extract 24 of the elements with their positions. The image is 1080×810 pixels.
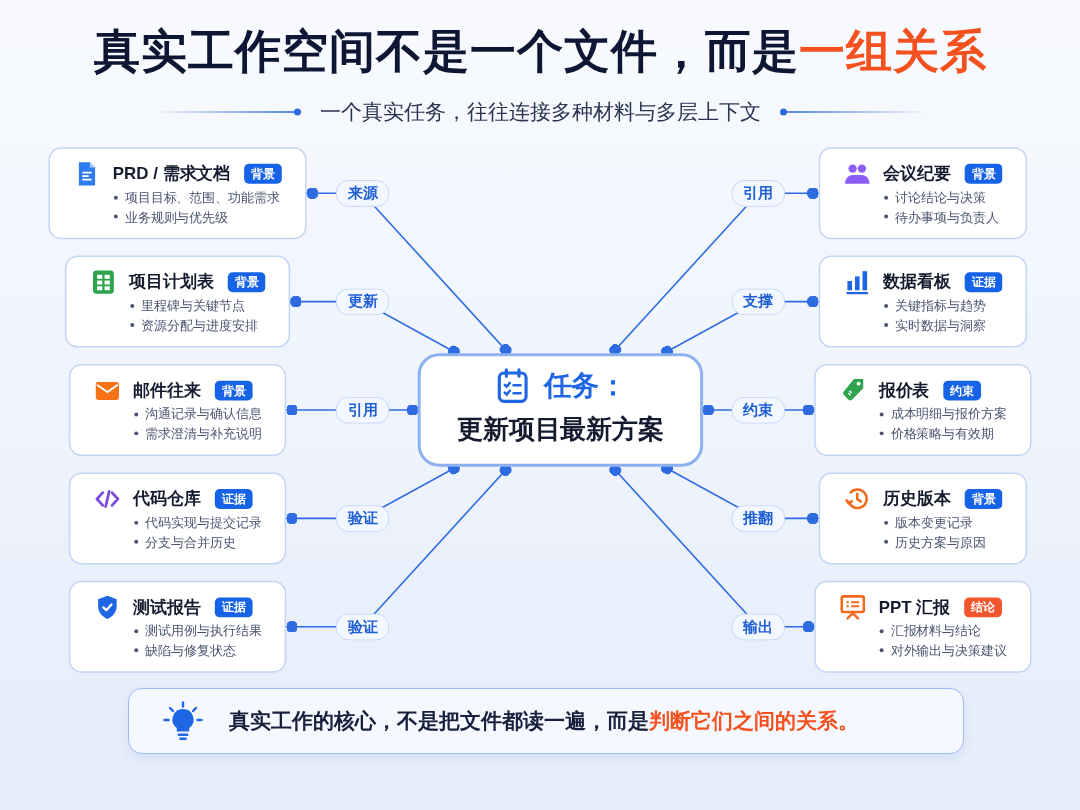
caption-text: 真实工作的核心，不是把文件都读一遍，而是判断它们之间的关系。 xyxy=(229,708,859,734)
edge-label: 引用 xyxy=(743,184,774,201)
edge-label: 约束 xyxy=(743,400,774,418)
edge-label: 验证 xyxy=(347,509,378,527)
edge-label: 来源 xyxy=(347,184,378,201)
node-box: 任务： 更新项目最新方案 xyxy=(417,353,704,467)
title: 真实工作空间不是一个文件，而是一组关系 xyxy=(93,24,987,79)
subtitle: 一个真实任务，往往连接多种材料与多层上下文 xyxy=(319,99,761,125)
node-box: PRD / 需求文档 背景 项目目标、范围、功能需求 业务规则与优先级 xyxy=(48,147,307,240)
edge-label: 验证 xyxy=(347,617,378,635)
node-box: 数据看板 证据 关键指标与趋势 实时数据与洞察 xyxy=(818,255,1028,348)
edge-label: 更新 xyxy=(347,292,378,310)
node-box: 历史版本 背景 版本变更记录 历史方案与原因 xyxy=(818,472,1028,565)
node-box: 邮件往来 背景 沟通记录与确认信息 需求澄清与补充说明 xyxy=(68,364,287,456)
edge-label: 引用 xyxy=(347,400,378,418)
node-box: 代码仓库 证据 代码实现与提交记录 分支与合并历史 xyxy=(68,472,287,565)
edge-label: 输出 xyxy=(743,617,774,635)
node-box: 会议纪要 背景 讨论结论与决策 待办事项与负责人 xyxy=(818,147,1028,240)
node-box: PPT 汇报 结论 汇报材料与结论 对外输出与决策建议 xyxy=(814,580,1032,673)
node-box: 项目计划表 背景 里程碑与关键节点 资源分配与进度安排 xyxy=(64,255,291,348)
node-box: 报价表 约束 成本明细与报价方案 价格策略与有效期 xyxy=(814,364,1032,456)
edge-label: 支撑 xyxy=(743,292,774,310)
node-box: 测试报告 证据 测试用例与执行结果 缺陷与修复状态 xyxy=(68,580,287,673)
edge-label: 推翻 xyxy=(743,509,774,527)
